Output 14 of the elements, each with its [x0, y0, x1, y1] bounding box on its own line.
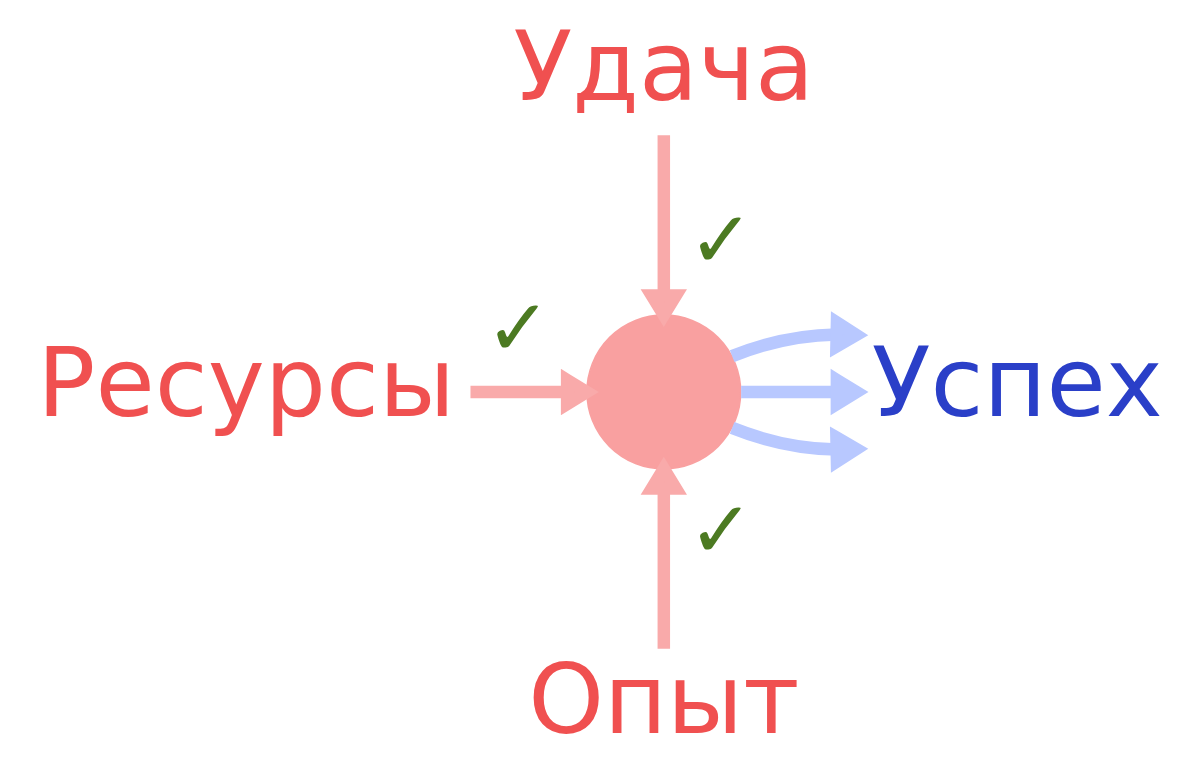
arrow: [640, 456, 687, 649]
arrow: [729, 422, 869, 473]
arrow: [729, 311, 869, 362]
arrow: [741, 368, 869, 416]
node-text: Удача: [513, 10, 815, 123]
arrow: [470, 368, 599, 416]
node-text: Опыт: [528, 644, 800, 757]
arrow: [640, 135, 687, 328]
edge-label: ✓: [688, 484, 755, 577]
node-text: Ресурсы: [37, 327, 455, 440]
node-circle: [586, 314, 742, 470]
node-text: Успех: [871, 327, 1163, 440]
edge-label: ✓: [485, 281, 552, 374]
edge-label: ✓: [688, 193, 755, 286]
